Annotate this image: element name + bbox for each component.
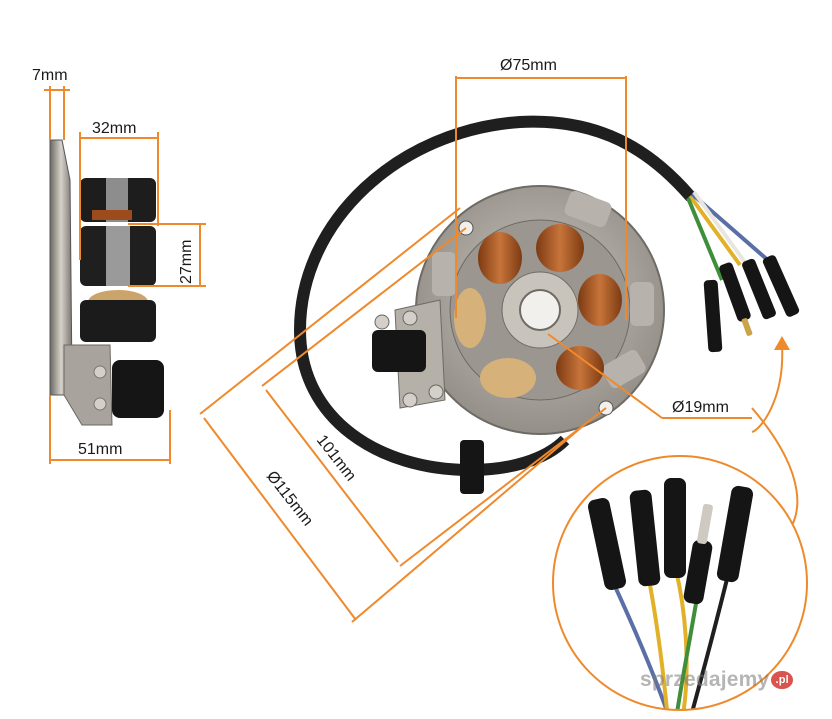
pickup-screw [402,392,418,408]
watermark: sprzedajemy.pl [640,668,793,692]
plate-slot [630,282,654,326]
zoom-pin [697,503,713,545]
cable-grommet [460,440,484,494]
side-view-screw [93,397,107,411]
front-view-dimensions [199,76,799,623]
dim-coil-width: 32mm [92,120,136,137]
stator-hub-hole [519,289,561,331]
plate-slot [602,349,646,389]
side-view-bracket [63,344,113,426]
side-view-coil-band-mid [106,226,130,286]
pickup-screw [402,310,418,326]
watermark-tld: .pl [771,671,793,689]
connector-zoom [552,455,808,711]
front-view [293,115,800,494]
plate-slot [432,252,456,296]
side-view-coil-bottom [80,300,156,342]
bullet-pin [741,318,753,336]
side-view-screw [93,365,107,379]
stator-coils [454,224,622,398]
bullet-connector [742,258,776,320]
watermark-brand: sprzedajemy [640,668,770,691]
cable-exit [469,435,570,476]
zoom-connector [629,489,661,587]
zoom-connector [664,478,686,578]
side-view-pickup [112,360,164,418]
side-view-copper [92,210,132,220]
pickup-screw [428,384,444,400]
zoom-connector [587,498,627,590]
cable-loop [293,115,696,476]
dim-overall-depth: 51mm [78,441,122,458]
zoom-connector [683,539,713,605]
dim-outer-diameter: Ø115mm [263,468,316,529]
pickup-screw [374,314,390,330]
dim-thickness-plate: 7mm [32,67,68,84]
wire-green [686,197,724,281]
dim-coil-height: 27mm [178,240,195,284]
bullet-connector [762,255,800,317]
plate-slot [564,190,612,228]
side-view-dimensions [44,86,206,464]
bullet-connector [703,279,723,353]
bullet-connector [719,262,751,322]
pickup-sensor [372,330,426,372]
side-view [49,139,164,426]
dim-hub-diameter: Ø19mm [672,399,729,416]
dim-inner-diameter: Ø75mm [500,57,557,74]
zoom-connector [716,485,754,583]
wire-yellow [688,194,742,267]
